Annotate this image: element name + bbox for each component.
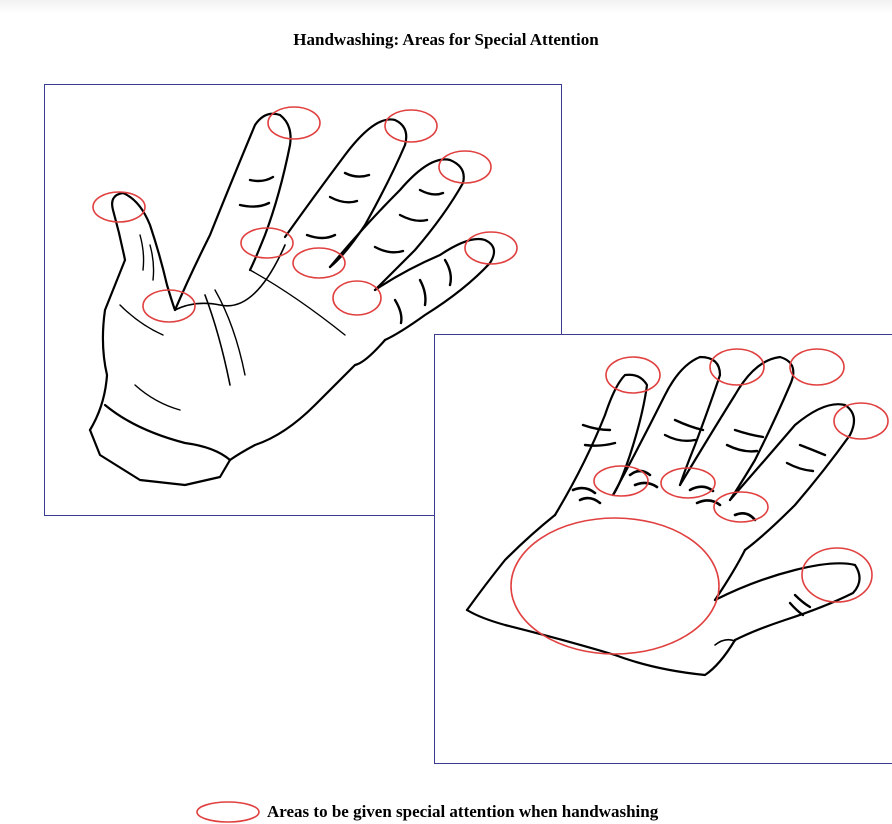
attention-area [439, 151, 491, 183]
back-hand-drawing [435, 335, 892, 764]
attention-area [385, 110, 437, 142]
attention-area [268, 107, 320, 139]
top-bar [0, 0, 892, 14]
legend-marker-icon [195, 800, 261, 824]
attention-area [802, 548, 872, 602]
back-of-hand-panel [434, 334, 892, 764]
legend: Areas to be given special attention when… [195, 800, 658, 824]
back-hand-outline [467, 357, 860, 675]
attention-area [834, 403, 888, 439]
legend-label: Areas to be given special attention when… [267, 802, 658, 822]
attention-area [293, 248, 345, 278]
palm-attention-areas [93, 107, 517, 322]
attention-area [93, 192, 145, 222]
attention-area [790, 349, 844, 385]
attention-area [333, 281, 381, 315]
attention-area [714, 492, 768, 522]
page-title: Handwashing: Areas for Special Attention [0, 30, 892, 50]
